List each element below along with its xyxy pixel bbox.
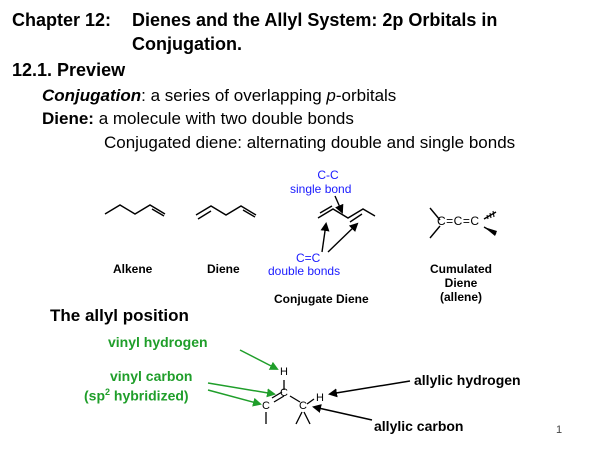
cc-single-label-1: C-C: [317, 168, 339, 182]
atom-h-right: H: [316, 392, 324, 404]
conjugation-term: Conjugation: [42, 86, 142, 105]
vinyl-hydrogen-label: vinyl hydrogen: [108, 334, 208, 350]
allylic-hydrogen-arrow: [328, 380, 411, 398]
allene-hash: [486, 210, 495, 220]
single-bond-arrow: [334, 195, 344, 214]
cc-double-label-1: C=C: [296, 251, 321, 265]
allylic-carbon-arrow: [312, 404, 373, 421]
cc-single-label-2: single bond: [290, 182, 352, 196]
double-bond-arrow-2: [327, 222, 359, 253]
atom-c1: C: [280, 387, 288, 399]
atom-h-top: H: [280, 366, 288, 378]
alkene-structure: [104, 204, 166, 217]
conjugation-def-p: p: [326, 86, 336, 105]
alkene-label: Alkene: [113, 262, 153, 276]
chapter-title-line2: Conjugation.: [132, 34, 242, 54]
atom-c3: C: [299, 400, 307, 412]
diene-term: Diene:: [42, 109, 94, 128]
diene-structure: [195, 205, 257, 220]
conjugated-diene-def: Conjugated diene: alternating double and…: [104, 133, 516, 152]
vinyl-carbon-arrow-2: [207, 389, 262, 407]
atom-c2: C: [262, 400, 270, 412]
vinyl-carbon-arrow-1: [207, 382, 276, 398]
conjugate-diene-label: Conjugate Diene: [274, 292, 369, 306]
vinyl-carbon-label: vinyl carbon: [110, 368, 193, 384]
chapter-title-line1: Dienes and the Allyl System: 2p Orbitals…: [132, 10, 498, 30]
section-title: 12.1. Preview: [12, 60, 126, 80]
cumulated-label-1: Cumulated: [429, 262, 492, 276]
sp2-label-a: (sp: [84, 387, 105, 404]
conjugation-def-a: : a series of overlapping: [141, 86, 327, 105]
conjugate-diene-structure: [317, 205, 376, 223]
diene-def: a molecule with two double bonds: [98, 109, 354, 128]
conjugation-def-b: -orbitals: [335, 86, 397, 105]
chapter-prefix: Chapter 12:: [12, 10, 112, 30]
allene-formula: C=C=C: [437, 214, 480, 228]
page-number: 1: [556, 424, 563, 436]
sp2-label-sup: 2: [105, 387, 111, 397]
allyl-title: The allyl position: [50, 306, 189, 325]
double-bond-arrow-1: [320, 222, 330, 253]
cumulated-label-3: (allene): [439, 290, 482, 304]
diene-line: Diene: a molecule with two double bonds: [42, 109, 354, 129]
cc-double-label-2: double bonds: [268, 264, 341, 278]
sp2-label: (sp2 hybridized): [84, 387, 189, 404]
cumulated-label-2: Diene: [444, 276, 478, 290]
allylic-hydrogen-label: allylic hydrogen: [414, 372, 521, 388]
conjugation-line: Conjugation: a series of overlapping p-o…: [42, 86, 396, 106]
allylic-carbon-label: allylic carbon: [374, 418, 464, 434]
allene-wedge: [484, 227, 497, 236]
vinyl-hydrogen-arrow: [239, 349, 279, 370]
diene-label: Diene: [207, 262, 240, 276]
sp2-label-b: hybridized): [110, 387, 189, 404]
